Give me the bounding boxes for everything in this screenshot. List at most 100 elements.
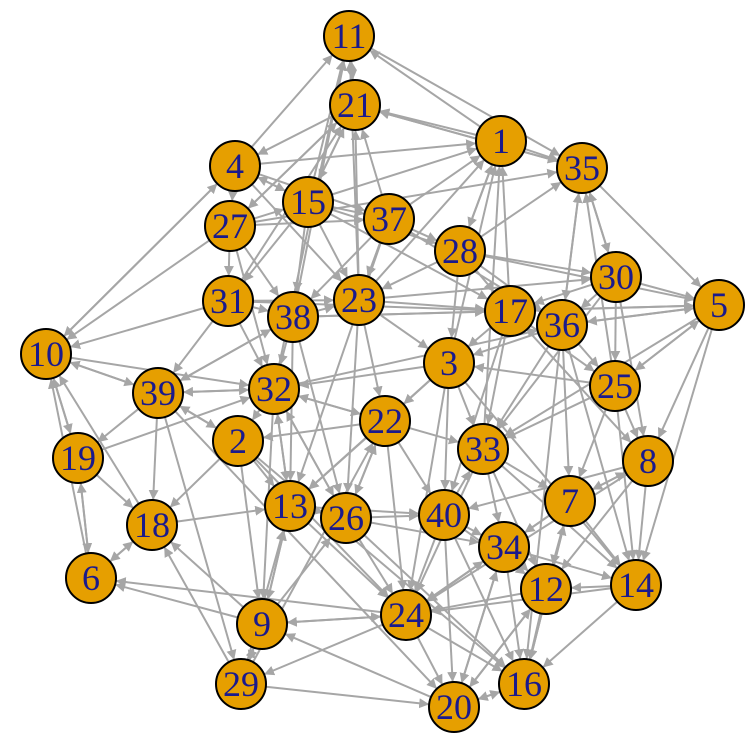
node-31: 31: [202, 275, 254, 327]
node-label-13: 13: [272, 486, 308, 526]
node-circle-16: [498, 658, 550, 710]
node-circle-4: [209, 140, 261, 192]
node-label-36: 36: [544, 305, 580, 345]
node-circle-18: [126, 499, 178, 551]
edge-21-to-4: [257, 115, 334, 156]
node-35: 35: [556, 142, 608, 194]
node-19: 19: [52, 432, 104, 484]
node-label-30: 30: [598, 257, 634, 297]
node-circle-34: [478, 521, 530, 573]
node-24: 24: [380, 589, 432, 641]
node-circle-21: [329, 79, 381, 131]
edge-9-to-6: [115, 582, 239, 619]
node-7: 7: [544, 475, 596, 527]
edge-1-to-11: [369, 49, 481, 128]
node-28: 28: [434, 225, 486, 277]
edge-36-to-25: [577, 343, 599, 368]
edge-9-to-24: [286, 612, 382, 624]
edge-27-to-38: [243, 246, 280, 297]
node-circle-12: [520, 563, 572, 615]
edge-37-to-23: [366, 242, 382, 277]
edge-33-to-7: [503, 460, 549, 489]
node-label-33: 33: [465, 429, 501, 469]
edge-32-to-2: [251, 409, 263, 421]
edge-12-to-24: [430, 592, 522, 614]
edges-layer: [47, 47, 713, 709]
node-circle-38: [267, 291, 319, 343]
edge-35-to-30: [588, 191, 611, 254]
edge-35-to-5: [598, 184, 702, 288]
edge-34-to-14: [527, 552, 612, 581]
edge-26-to-32: [285, 410, 335, 497]
node-label-17: 17: [492, 291, 528, 331]
edge-13-to-26: [310, 505, 322, 516]
node-circle-32: [248, 363, 300, 415]
edge-20-to-9: [284, 633, 432, 699]
node-circle-33: [457, 423, 509, 475]
node-4: 4: [209, 140, 261, 192]
node-circle-36: [536, 299, 588, 351]
node-8: 8: [622, 435, 674, 487]
edge-28-to-35: [480, 181, 562, 238]
edge-25-to-7: [578, 408, 607, 478]
edge-11-to-21: [346, 60, 357, 81]
edge-27-to-10: [66, 239, 211, 341]
node-20: 20: [428, 681, 480, 733]
node-circle-7: [544, 475, 596, 527]
node-label-39: 39: [140, 373, 176, 413]
edge-5-to-8: [657, 327, 710, 439]
node-circle-29: [215, 658, 267, 710]
edge-21-to-27: [247, 121, 338, 209]
node-circle-28: [434, 225, 486, 277]
node-label-40: 40: [426, 495, 462, 535]
edge-5-to-36: [586, 307, 695, 326]
node-label-2: 2: [229, 421, 247, 461]
node-label-34: 34: [486, 527, 522, 567]
edge-24-to-29: [264, 623, 384, 676]
edge-28-to-23: [381, 261, 438, 290]
edge-24-to-34: [425, 560, 484, 602]
edge-30-to-36: [580, 292, 598, 309]
node-12: 12: [520, 563, 572, 615]
edge-39-to-29: [163, 416, 237, 660]
edge-2-to-39: [179, 405, 218, 429]
edge-38-to-13: [285, 341, 296, 481]
edge-8-to-14: [634, 485, 647, 561]
edge-36-to-33: [496, 345, 550, 428]
node-33: 33: [457, 423, 509, 475]
edge-13-to-32: [273, 413, 288, 482]
edge-39-to-19: [97, 408, 140, 443]
node-15: 15: [282, 176, 334, 228]
node-label-15: 15: [290, 182, 326, 222]
node-label-26: 26: [328, 498, 364, 538]
edge-23-to-1: [374, 159, 485, 283]
node-label-22: 22: [367, 401, 403, 441]
node-2: 2: [212, 415, 264, 467]
edge-28-to-30: [484, 254, 592, 277]
node-37: 37: [363, 193, 415, 245]
node-circle-13: [264, 480, 316, 532]
node-25: 25: [589, 360, 641, 412]
edge-14-to-12: [571, 582, 612, 593]
edge-29-to-18: [163, 546, 230, 663]
edge-31-to-10: [70, 307, 205, 349]
node-38: 38: [267, 291, 319, 343]
edge-17-to-33: [484, 335, 507, 425]
edge-25-to-3: [473, 362, 591, 384]
node-label-9: 9: [253, 604, 271, 644]
edge-26-to-24: [358, 538, 394, 594]
edge-15-to-17: [329, 213, 488, 300]
node-label-1: 1: [492, 121, 510, 161]
edge-3-to-14: [464, 381, 620, 566]
node-14: 14: [610, 559, 662, 611]
node-circle-5: [693, 279, 745, 331]
node-label-24: 24: [388, 595, 424, 635]
edge-8-to-12: [561, 479, 634, 570]
node-32: 32: [248, 363, 300, 415]
edge-19-to-32: [101, 395, 251, 451]
edge-36-to-14: [567, 348, 632, 561]
node-label-21: 21: [337, 85, 373, 125]
edge-1-to-28: [467, 164, 494, 228]
edge-4-to-23: [251, 183, 343, 282]
edge-3-to-33: [457, 385, 475, 426]
